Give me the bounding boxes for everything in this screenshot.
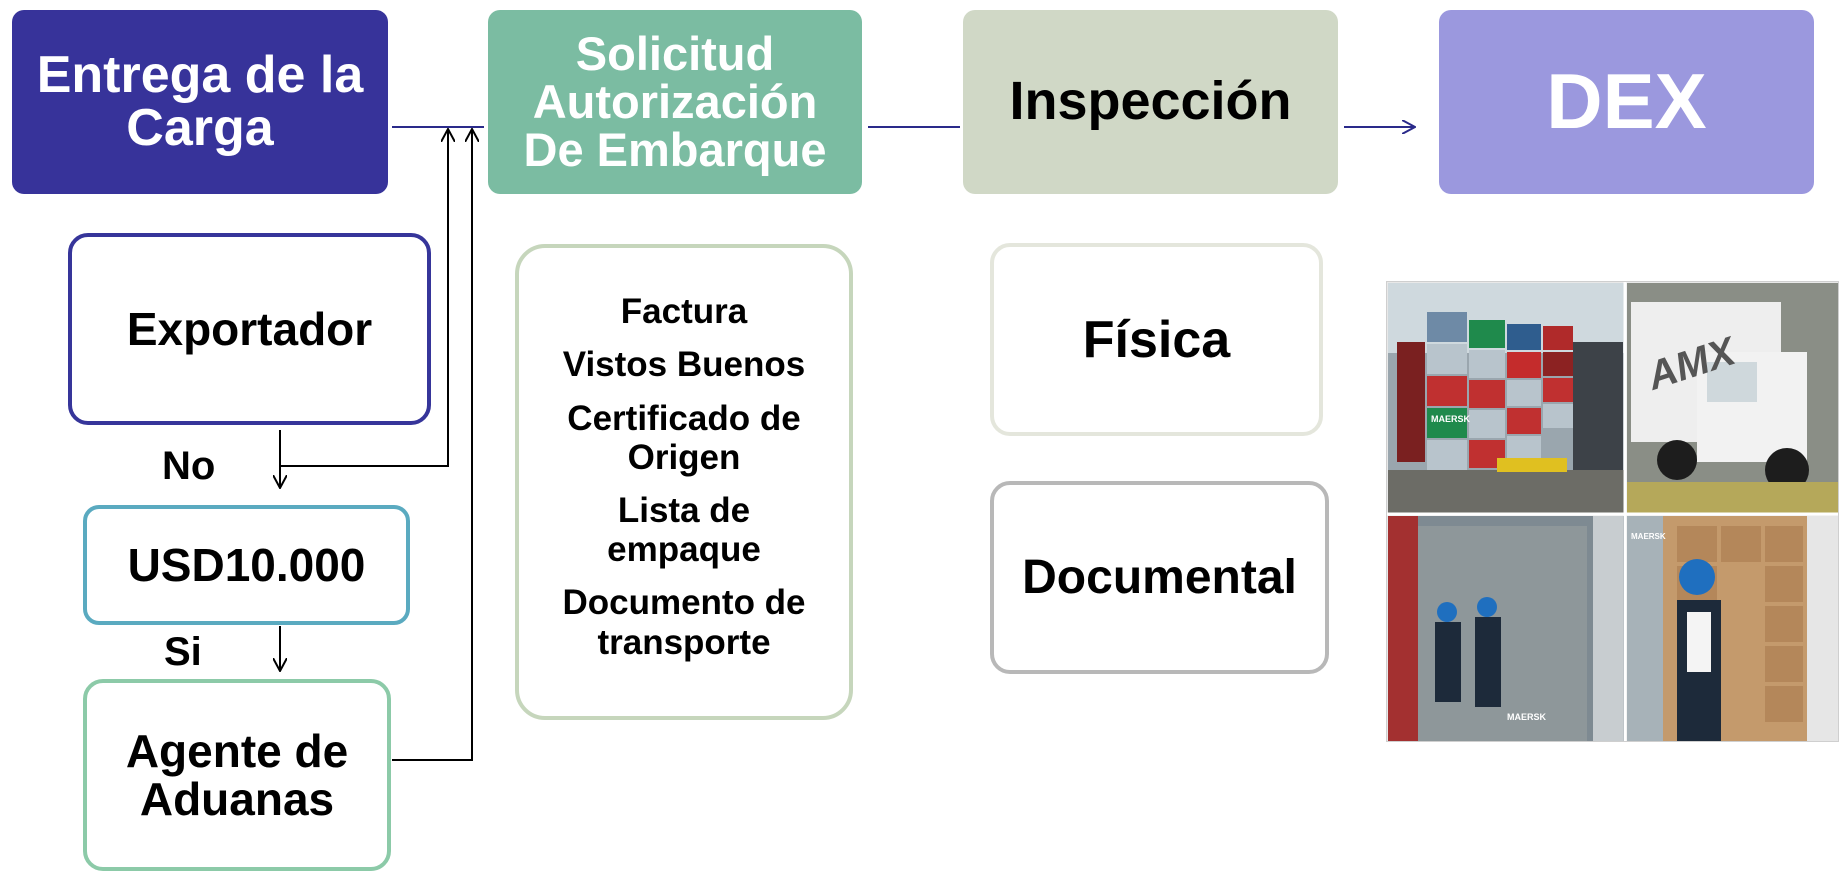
doc-documento-transporte: Documento de transporte bbox=[562, 583, 806, 662]
fisica-label: Física bbox=[1082, 310, 1231, 369]
solicitud-line3: De Embarque bbox=[523, 122, 827, 176]
entrega-line2: Carga bbox=[126, 99, 274, 157]
documental-box: Documental bbox=[990, 481, 1329, 674]
agente-line2: Aduanas bbox=[139, 773, 335, 825]
step-dex: DEX bbox=[1439, 10, 1814, 194]
documental-label: Documental bbox=[1022, 551, 1297, 604]
dex-label: DEX bbox=[1546, 57, 1707, 146]
exportador-box: Exportador bbox=[68, 233, 431, 425]
doc-factura: Factura bbox=[620, 292, 748, 332]
step-inspeccion: Inspección bbox=[963, 10, 1338, 194]
step-solicitud-autorizacion: Solicitud Autorización De Embarque bbox=[488, 10, 862, 194]
inspection-photo-collage: AMX MAERSK MAERSK MAERSK bbox=[1386, 281, 1839, 742]
doc-certificado-origen: Certificado de Origen bbox=[567, 398, 801, 477]
solicitud-line2: Autorización bbox=[532, 75, 818, 129]
arrow-exportador-solicitud bbox=[280, 130, 448, 467]
solicitud-line1: Solicitud bbox=[575, 27, 775, 81]
container-logo-text-2: MAERSK bbox=[1507, 712, 1547, 722]
agente-line1: Agente de bbox=[125, 724, 349, 777]
si-label: Si bbox=[164, 630, 202, 674]
container-stack-photo bbox=[1387, 282, 1838, 741]
inspeccion-label: Inspección bbox=[1009, 71, 1292, 132]
agente-de-aduanas-box: Agente de Aduanas bbox=[83, 679, 391, 871]
container-logo-text-1: MAERSK bbox=[1431, 414, 1471, 424]
container-logo-text-3: MAERSK bbox=[1631, 532, 1666, 541]
fisica-box: Física bbox=[990, 243, 1323, 436]
usd-label: USD10.000 bbox=[127, 539, 366, 591]
step-entrega-de-la-carga: Entrega de la Carga bbox=[12, 10, 388, 194]
documents-box: Factura Vistos Buenos Certificado de Ori… bbox=[515, 244, 853, 720]
doc-vistos-buenos: Vistos Buenos bbox=[562, 345, 806, 385]
exportador-label: Exportador bbox=[126, 303, 373, 355]
no-label: No bbox=[162, 444, 216, 488]
doc-lista-empaque: Lista de empaque bbox=[607, 491, 761, 570]
entrega-line1: Entrega de la bbox=[36, 45, 364, 104]
usd-threshold-box: USD10.000 bbox=[83, 505, 410, 625]
arrow-agente-solicitud bbox=[392, 130, 472, 761]
